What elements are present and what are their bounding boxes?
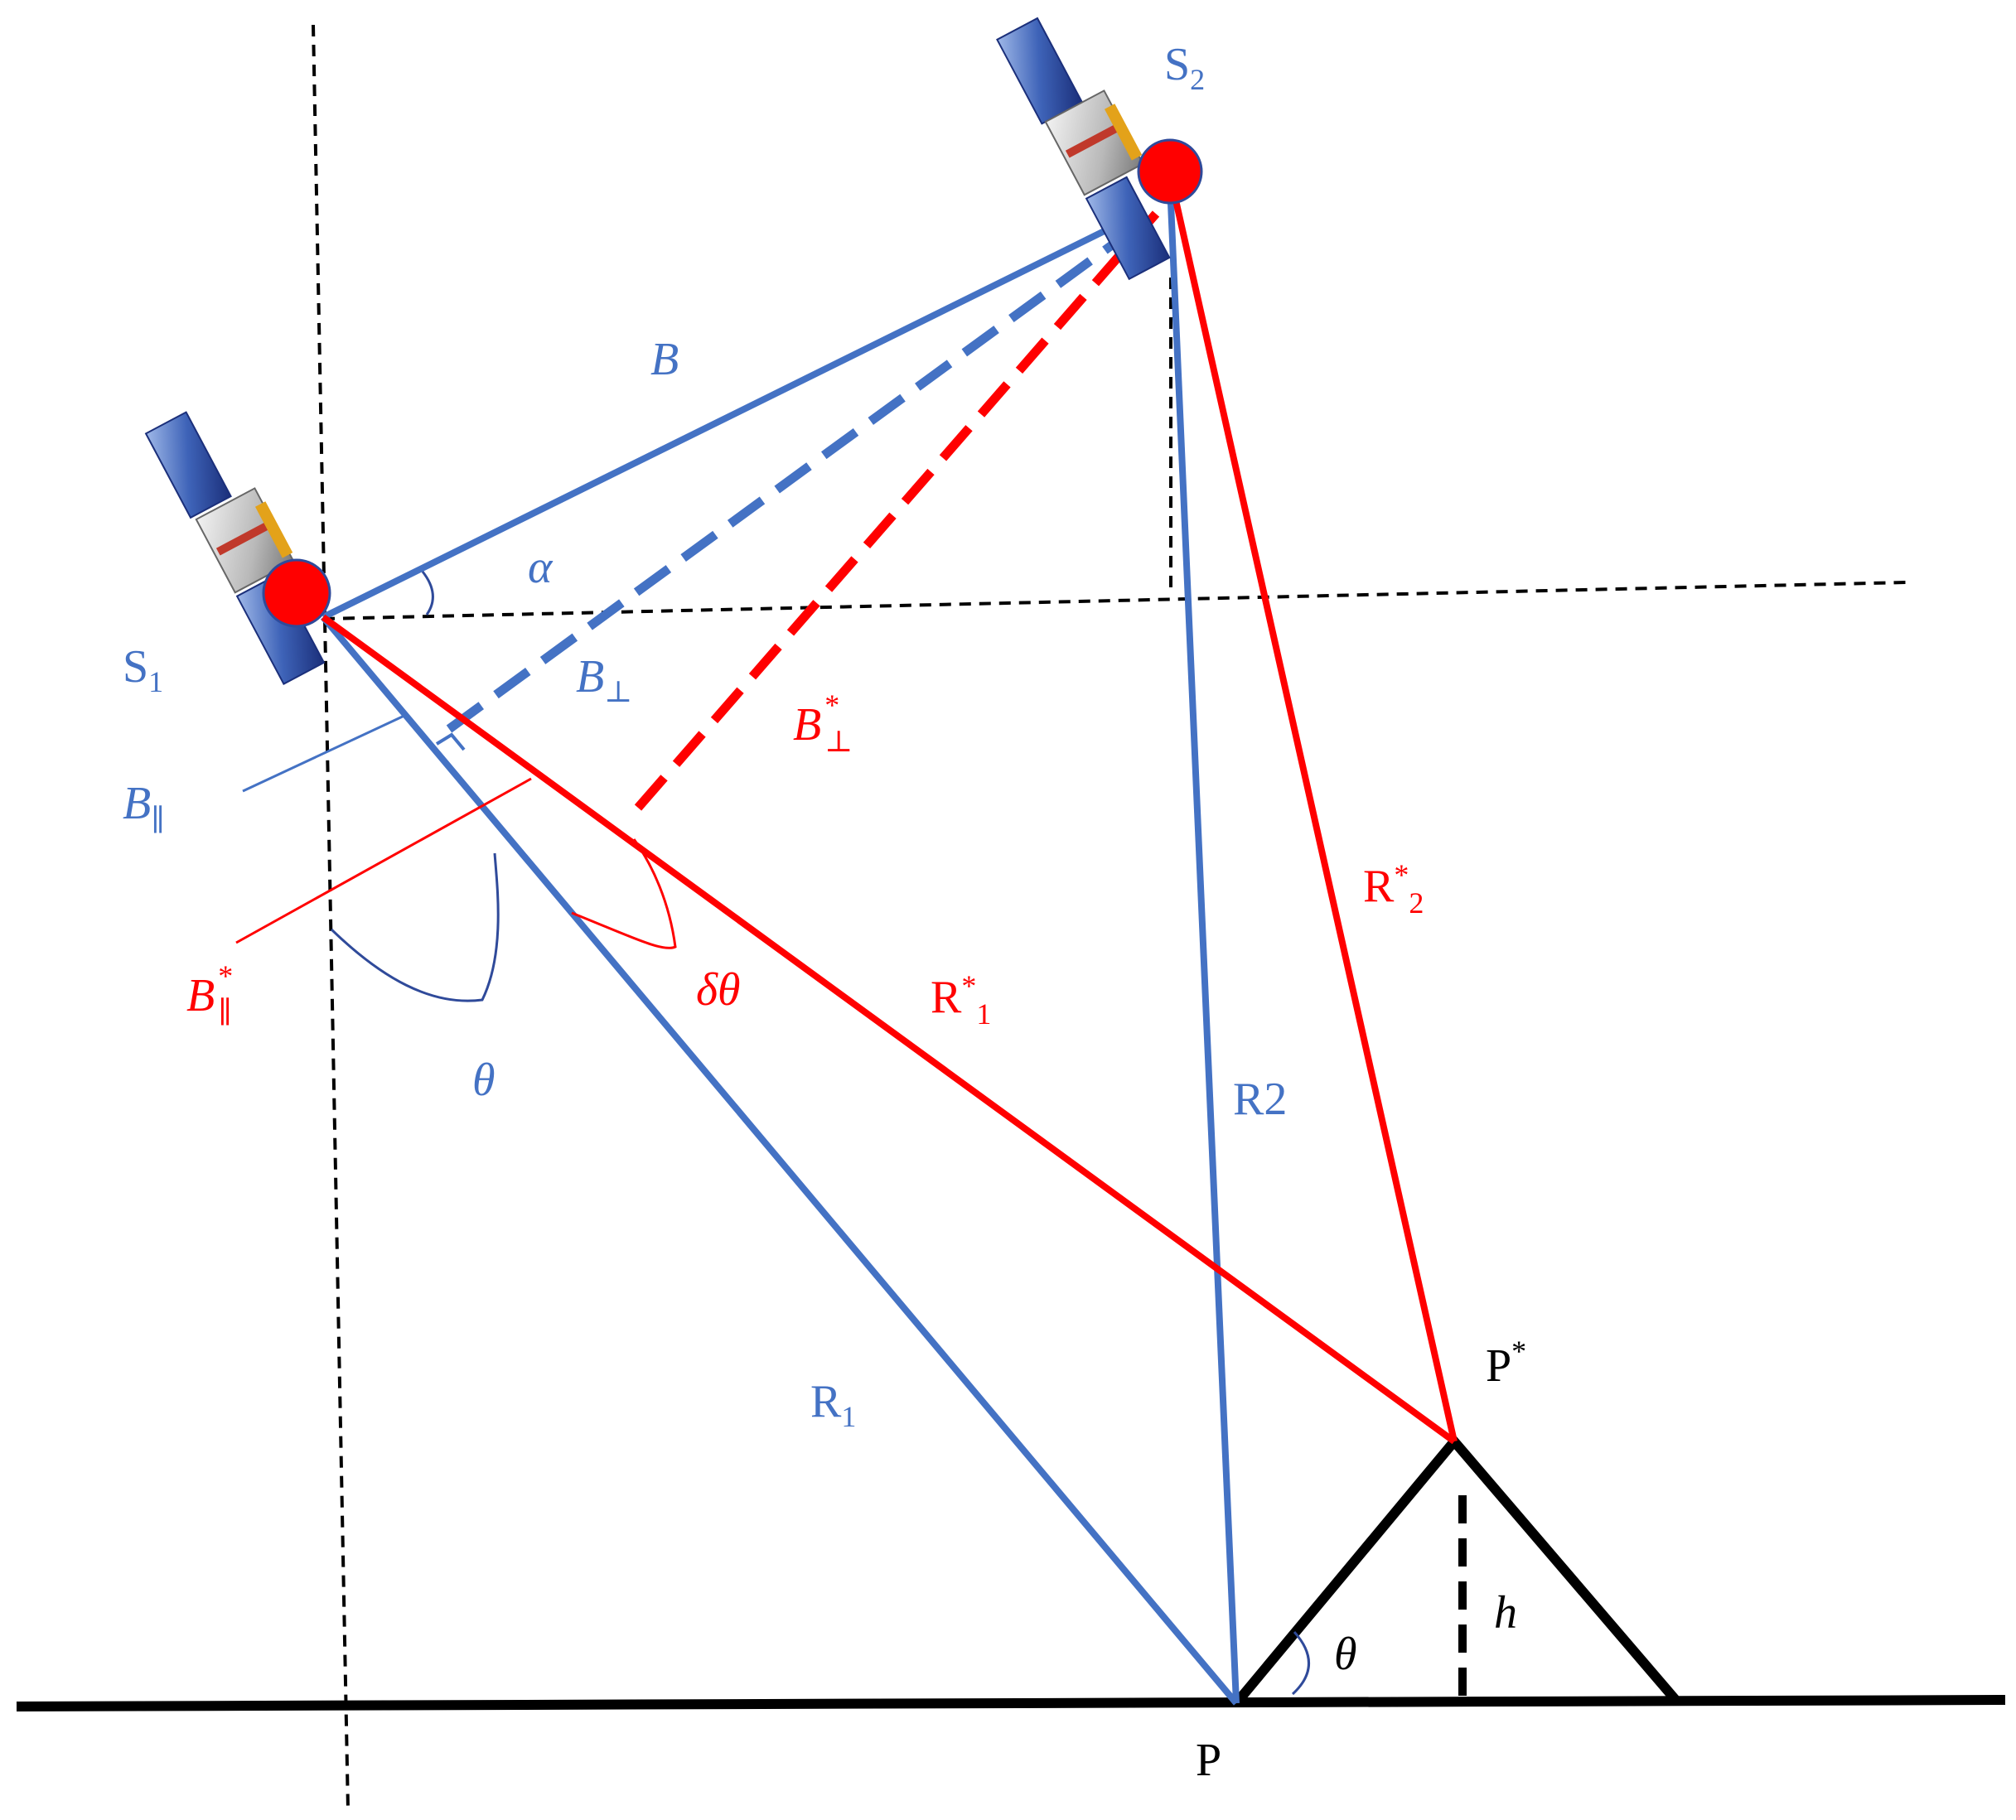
satellite-s1-icon	[144, 411, 326, 685]
label-b-par-star: B*∥	[186, 959, 233, 1029]
vertical-reference-line-s1	[312, 24, 350, 1811]
theta-arc	[330, 852, 500, 1002]
label-delta-theta: δθ	[696, 964, 741, 1016]
terrain-triangle	[1232, 1433, 1680, 1707]
label-s2: S2	[1164, 39, 1205, 96]
ground-theta-arc	[1291, 1630, 1310, 1696]
label-r2-star: R*2	[1363, 858, 1424, 920]
label-p: P	[1196, 1735, 1221, 1786]
b-perp-dashed	[446, 218, 1147, 733]
satellite-s2-icon	[996, 17, 1171, 281]
label-r1: R1	[810, 1376, 856, 1433]
label-b-perp-star: B*⊥	[793, 688, 853, 758]
horizontal-reference-line	[322, 581, 1907, 620]
b-par-tick	[242, 713, 407, 793]
label-r1-star: R*1	[931, 969, 991, 1031]
r1-star-line	[321, 614, 1457, 1445]
label-theta: θ	[472, 1055, 496, 1106]
satellite-s1-dot	[262, 558, 331, 628]
alpha-arc	[421, 571, 434, 616]
label-p-star: P*	[1486, 1335, 1526, 1392]
r1-line	[320, 615, 1240, 1706]
label-r2: R2	[1233, 1074, 1287, 1125]
right-angle-mark	[435, 732, 466, 751]
label-b-par: B∥	[123, 778, 165, 837]
baseline-b	[321, 210, 1141, 620]
r2-line	[1168, 202, 1240, 1704]
label-theta-ground: θ	[1334, 1629, 1357, 1680]
label-b-perp: B⊥	[576, 651, 632, 708]
b-par-star-tick	[235, 777, 532, 944]
label-alpha: α	[528, 542, 554, 593]
label-h: h	[1494, 1587, 1517, 1639]
delta-theta-arc	[571, 838, 677, 949]
b-perp-star-dashed	[634, 210, 1160, 811]
label-s1: S1	[123, 641, 163, 698]
r2-star-line	[1168, 177, 1458, 1442]
satellite-s2-dot	[1137, 138, 1203, 205]
label-baseline-b: B	[650, 334, 679, 385]
ground-line	[16, 1695, 2006, 1711]
